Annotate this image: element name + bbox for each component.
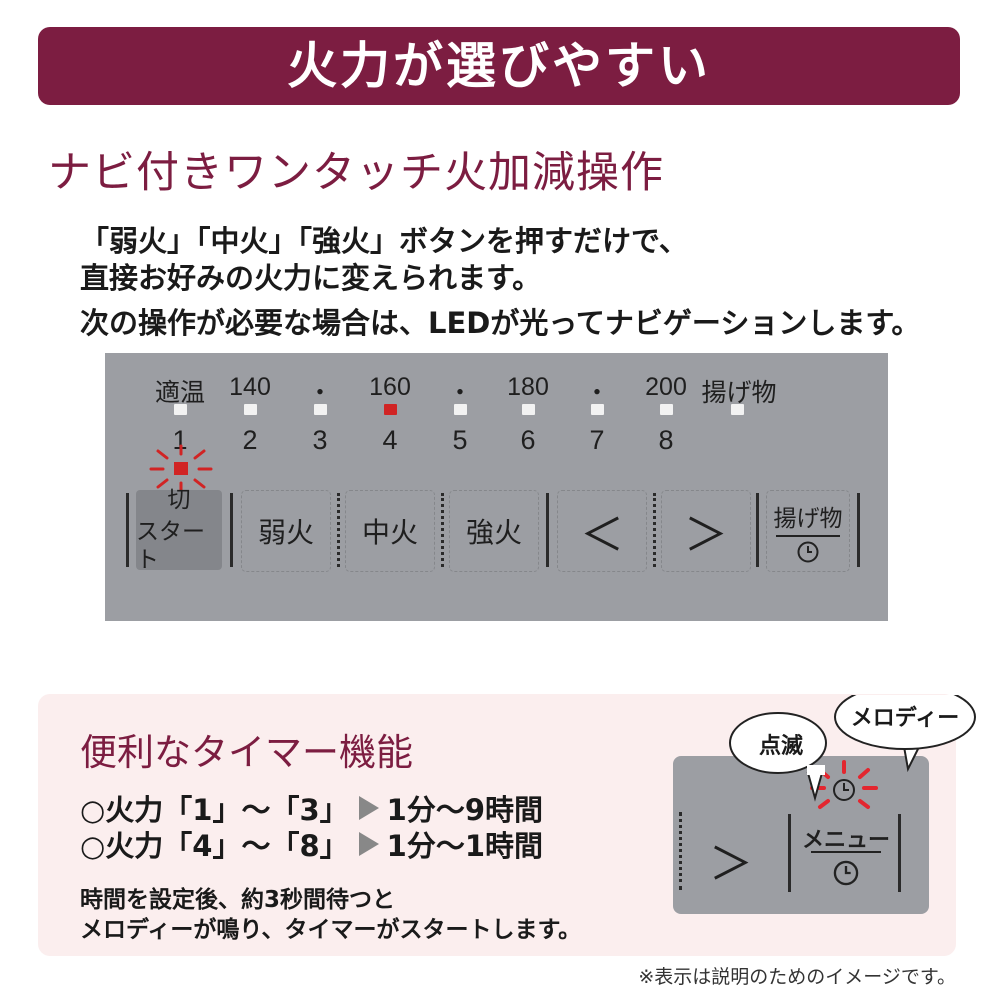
temp-label: ・ [584, 379, 610, 407]
banner-title: 火力が選びやすい [38, 27, 960, 105]
temp-label: 揚げ物 [701, 379, 777, 407]
timer-title: 便利なタイマー機能 [80, 731, 413, 774]
temp-label: 180 [507, 373, 549, 401]
level-led [591, 404, 604, 415]
decrease-button[interactable]: ＜ [557, 490, 647, 572]
level-number: 8 [658, 425, 674, 455]
level-number: 6 [520, 425, 536, 455]
temp-label: ・ [447, 379, 473, 407]
divider [756, 493, 759, 567]
level-led [174, 404, 187, 415]
temp-label: ・ [307, 379, 333, 407]
timer-note-1: 時間を設定後、約3秒間待つと [80, 887, 396, 913]
bubble-melody-label: メロディー [850, 706, 960, 731]
divider [126, 493, 129, 567]
description-line-1: 「弱火」「中火」「強火」ボタンを押すだけで、 [80, 224, 688, 258]
medium-heat-button[interactable]: 中火 [345, 490, 435, 572]
divider [653, 493, 656, 567]
subtitle: ナビ付きワンタッチ火加減操作 [48, 148, 664, 198]
footer-note: ※表示は説明のためのイメージです。 [638, 966, 956, 988]
bubble-blink-label: 点滅 [758, 734, 803, 759]
control-panel: 適温 140 ・ 160 ・ 180 ・ 200 揚げ物 1 2 3 4 5 6… [105, 353, 888, 621]
level-led-active [384, 404, 397, 415]
timer-row-1: ○火力「1」〜「3」 1分〜9時間 [80, 787, 543, 829]
start-label: スタート [136, 519, 205, 573]
level-led [522, 404, 535, 415]
temp-label: 160 [369, 373, 411, 401]
temp-label: 140 [229, 373, 271, 401]
temp-label: 適温 [154, 379, 205, 407]
mini-menu-label: メニュー [801, 828, 890, 853]
level-led [314, 404, 327, 415]
level-led [454, 404, 467, 415]
level-led [660, 404, 673, 415]
timer-row-1-time: 1分〜9時間 [386, 793, 544, 827]
triangle-right-icon [358, 832, 379, 856]
divider [857, 493, 860, 567]
mini-increase-button[interactable]: ＞ [709, 839, 753, 890]
level-number: 1 [172, 425, 188, 455]
speech-bubble-icon [729, 695, 976, 802]
timer-row-2-range: ○火力「4」〜「8」 [80, 829, 349, 863]
increase-button[interactable]: ＞ [661, 490, 751, 572]
strong-heat-button[interactable]: 強火 [449, 490, 539, 572]
timer-note-2: メロディーが鳴り、タイマーがスタートします。 [80, 917, 582, 943]
divider [546, 493, 549, 567]
level-number: 4 [382, 425, 398, 455]
timer-row-1-range: ○火力「1」〜「3」 [80, 793, 349, 827]
divider [230, 493, 233, 567]
off-label: 切 [167, 487, 191, 513]
divider [898, 814, 901, 892]
description-line-3: 次の操作が必要な場合は、LEDが光ってナビゲーションします。 [80, 306, 921, 340]
level-number: 5 [452, 425, 468, 455]
description-line-2: 直接お好みの火力に変えられます。 [80, 261, 542, 295]
level-number: 3 [312, 425, 328, 455]
divider [788, 814, 791, 892]
timer-row-2-time: 1分〜1時間 [386, 829, 544, 863]
divider [337, 493, 340, 567]
triangle-right-icon [358, 796, 379, 820]
level-number: 7 [589, 425, 605, 455]
mini-panel: ＞ メニュー [673, 756, 929, 914]
level-led [731, 404, 744, 415]
level-number: 2 [242, 425, 258, 455]
clock-icon [833, 860, 859, 886]
weak-heat-button[interactable]: 弱火 [241, 490, 331, 572]
level-led [244, 404, 257, 415]
temp-label: 200 [645, 373, 687, 401]
fry-timer-button[interactable]: 揚げ物 [766, 490, 850, 572]
divider [441, 493, 444, 567]
divider [679, 812, 682, 890]
timer-row-2: ○火力「4」〜「8」 1分〜1時間 [80, 823, 543, 865]
off-start-button[interactable]: 切 スタート [136, 487, 222, 573]
fry-label: 揚げ物 [773, 505, 843, 532]
clock-icon [797, 541, 819, 562]
